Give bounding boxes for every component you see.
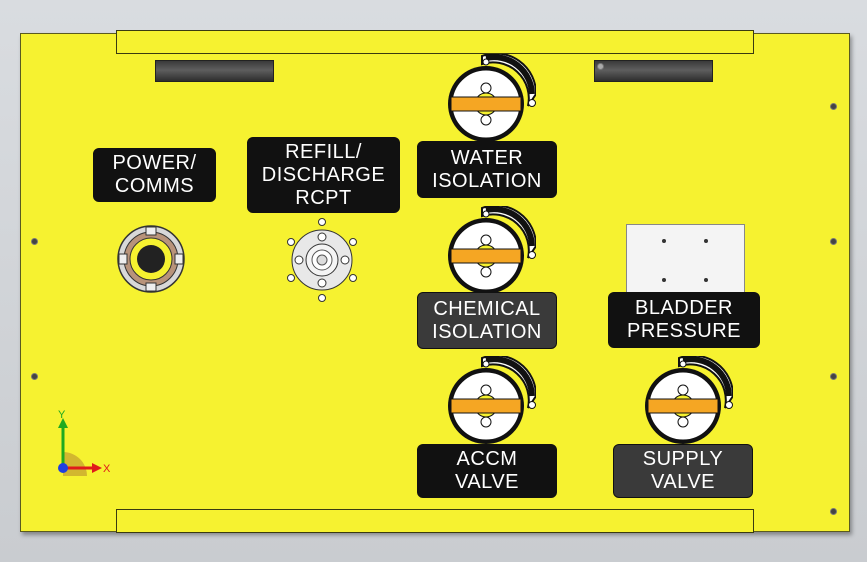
bladder-line1: BLADDER bbox=[635, 297, 733, 319]
plate-hole bbox=[704, 239, 708, 243]
supply-line2: VALVE bbox=[650, 471, 715, 493]
supply-valve-icon[interactable] bbox=[633, 356, 733, 456]
slot-screw bbox=[598, 64, 603, 69]
bottom-mounting-rail bbox=[116, 509, 754, 533]
water-isolation-valve-icon[interactable] bbox=[436, 54, 536, 154]
water-line2: ISOLATION bbox=[432, 169, 542, 192]
power-comms-connector-icon[interactable] bbox=[115, 223, 187, 295]
refill-discharge-label: REFILL/ DISCHARGE RCPT bbox=[247, 137, 400, 213]
coordinate-axes-triad: Y X bbox=[58, 409, 110, 476]
bladder-pressure-gauge-plate bbox=[626, 224, 745, 296]
refill-line3: RCPT bbox=[295, 186, 352, 209]
screw bbox=[831, 239, 836, 244]
plate-hole bbox=[662, 278, 666, 282]
accm-line1: ACCM bbox=[456, 448, 518, 470]
supply-valve-label: SUPPLY VALVE bbox=[613, 444, 753, 498]
refill-line2: DISCHARGE bbox=[261, 163, 386, 186]
power-comms-line2: COMMS bbox=[114, 175, 195, 197]
left-vent-slot bbox=[155, 60, 274, 82]
bladder-pressure-label: BLADDER PRESSURE bbox=[608, 292, 760, 348]
chemical-line1: CHEMICAL bbox=[433, 297, 541, 320]
screw bbox=[831, 374, 836, 379]
top-mounting-rail bbox=[116, 30, 754, 54]
screw bbox=[32, 239, 37, 244]
screw bbox=[831, 509, 836, 514]
axis-y-label: Y bbox=[58, 409, 66, 421]
power-comms-label: POWER/ COMMS bbox=[93, 148, 216, 202]
axis-x-label: X bbox=[103, 463, 110, 475]
right-vent-slot bbox=[594, 60, 713, 82]
refill-receptacle-icon[interactable] bbox=[283, 216, 361, 304]
supply-line1: SUPPLY bbox=[642, 448, 724, 470]
screw bbox=[831, 104, 836, 109]
chemical-line2: ISOLATION bbox=[432, 320, 542, 343]
water-isolation-label: WATER ISOLATION bbox=[417, 141, 557, 198]
plate-hole bbox=[662, 239, 666, 243]
screw bbox=[32, 374, 37, 379]
power-comms-line1: POWER/ bbox=[112, 152, 197, 174]
accm-valve-label: ACCM VALVE bbox=[417, 444, 557, 498]
water-line1: WATER bbox=[450, 146, 524, 169]
chemical-isolation-valve-icon[interactable] bbox=[436, 206, 536, 306]
bladder-line2: PRESSURE bbox=[626, 320, 742, 342]
plate-hole bbox=[704, 278, 708, 282]
accm-line2: VALVE bbox=[454, 471, 519, 493]
chemical-isolation-label: CHEMICAL ISOLATION bbox=[417, 292, 557, 349]
yellow-control-panel: POWER/ COMMS REFILL/ DISCHARGE RCPT bbox=[20, 30, 850, 533]
accm-valve-icon[interactable] bbox=[436, 356, 536, 456]
refill-line1: REFILL/ bbox=[285, 140, 362, 163]
